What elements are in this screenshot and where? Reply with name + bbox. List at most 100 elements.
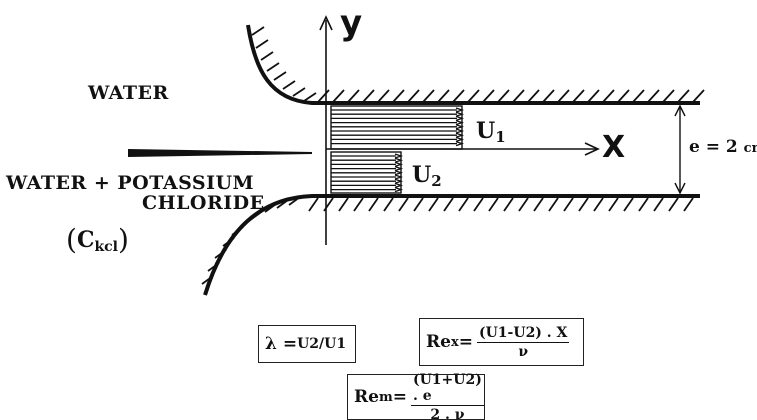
- re-x-lhs: Re: [426, 332, 451, 352]
- re-m-lhs: Re: [354, 387, 379, 407]
- hatch-mark: [377, 89, 390, 103]
- re-x-subscript: x: [450, 334, 459, 350]
- re-m-numerator: (U1+U2) . e: [410, 371, 484, 406]
- hatch-mark: [518, 197, 529, 212]
- hatch-mark: [241, 217, 254, 227]
- hatch-mark: [273, 71, 287, 81]
- velocity-u1-subscript: 1: [495, 128, 506, 146]
- hatch-mark: [207, 262, 220, 272]
- hatch-mark: [317, 89, 330, 103]
- hatch-mark: [512, 89, 525, 103]
- re-x-denominator: ν: [518, 343, 529, 360]
- u2-velocity-arrow-head: [394, 161, 404, 168]
- hatch-mark: [668, 197, 679, 212]
- hatch-mark: [683, 197, 694, 212]
- u1-velocity-arrow-head: [455, 132, 465, 138]
- y-axis-arrowhead: [319, 15, 333, 31]
- hatch-mark: [288, 196, 301, 206]
- u2-velocity-arrow-head: [394, 178, 404, 184]
- re-m-denominator: 2 . ν: [430, 406, 465, 420]
- concentration-symbol: C: [76, 227, 95, 253]
- hatch-mark: [662, 89, 675, 103]
- lower-wall-hatching: [201, 196, 694, 285]
- water-kcl-label-line1: WATER + POTASSIUM: [6, 172, 255, 194]
- gap-arrow-bottom: [674, 182, 686, 195]
- lower-inlet-wall: [203, 194, 700, 296]
- hatch-mark: [260, 51, 274, 61]
- x-axis-arrowhead: [584, 142, 600, 156]
- lambda-lhs: λ =: [265, 334, 298, 354]
- u2-velocity-arrow-head: [394, 157, 404, 163]
- hatch-mark: [623, 197, 634, 212]
- hatch-mark: [527, 89, 540, 103]
- hatch-mark: [443, 197, 454, 212]
- hatch-mark: [548, 197, 559, 212]
- hatch-mark: [428, 197, 439, 212]
- hatch-mark: [452, 89, 465, 103]
- hatch-mark: [422, 89, 435, 103]
- u2-velocity-arrow-head: [394, 153, 404, 159]
- re-x-numerator: (U1-U2) . X: [476, 324, 570, 343]
- hatch-mark: [488, 197, 499, 212]
- hatch-mark: [647, 89, 660, 103]
- concentration-open-paren: (: [66, 223, 77, 256]
- u1-velocity-arrow-head: [455, 136, 465, 143]
- hatch-mark: [482, 89, 495, 103]
- upper-inlet-wall: [246, 24, 700, 105]
- water-kcl-label-line2: CHLORIDE: [142, 192, 265, 214]
- velocity-u2-symbol: U: [412, 162, 432, 188]
- hatch-mark: [303, 92, 317, 102]
- hatch-mark: [467, 89, 480, 103]
- x-axis-label: X: [602, 130, 626, 165]
- hatch-mark: [282, 80, 296, 90]
- velocity-u2-subscript: 2: [431, 172, 442, 190]
- gap-label: e = 2 cm: [689, 139, 757, 156]
- u2-velocity-arrow-head: [394, 182, 404, 189]
- re-x-fraction: (U1-U2) . X ν: [476, 324, 570, 360]
- u1-velocity-arrow-head: [455, 124, 465, 130]
- hatch-mark: [347, 89, 360, 103]
- hatch-mark: [587, 89, 600, 103]
- re-m-equals: =: [392, 387, 407, 407]
- hatch-mark: [692, 89, 705, 103]
- hatch-mark: [503, 197, 514, 212]
- u2-velocity-arrow-head: [394, 174, 404, 180]
- hatch-mark: [407, 89, 420, 103]
- hatch-mark: [458, 197, 469, 212]
- hatch-mark: [214, 249, 227, 259]
- hatch-mark: [222, 237, 235, 247]
- u2-velocity-arrow-head: [394, 186, 404, 193]
- velocity-u2-label: U2: [412, 164, 442, 189]
- concentration-label: (Ckcl): [66, 223, 129, 256]
- hatch-mark: [638, 197, 649, 212]
- hatch-mark: [557, 89, 570, 103]
- hatch-mark: [276, 199, 289, 209]
- water-label: WATER: [88, 82, 169, 104]
- gap-value: e = 2: [689, 137, 738, 157]
- hatch-mark: [252, 209, 265, 219]
- hatch-mark: [563, 197, 574, 212]
- upper-wall-hatching: [251, 26, 705, 103]
- u1-velocity-arrow-head: [455, 115, 465, 122]
- hatch-mark: [353, 197, 364, 212]
- hatch-mark: [251, 26, 265, 36]
- velocity-u1-symbol: U: [476, 118, 496, 144]
- hatch-mark: [231, 226, 244, 236]
- u1-velocity-arrow-head: [455, 119, 465, 126]
- velocity-u1-label: U1: [476, 120, 506, 145]
- u1-velocity-arrow-head: [455, 128, 465, 134]
- concentration-subscript: kcl: [94, 239, 118, 255]
- hatch-mark: [578, 197, 589, 212]
- hatch-mark: [608, 197, 619, 212]
- re-m-fraction: (U1+U2) . e 2 . ν: [410, 371, 484, 420]
- velocity-profile-u1: [330, 105, 465, 150]
- hatch-mark: [264, 203, 277, 213]
- hatch-mark: [533, 197, 544, 212]
- re-m-subscript: m: [378, 389, 393, 405]
- hatch-mark: [266, 62, 280, 72]
- u1-velocity-arrow-head: [455, 140, 465, 147]
- gap-unit: cm: [743, 141, 757, 156]
- y-axis-label: y: [340, 3, 363, 43]
- splitter-plate: [128, 149, 312, 157]
